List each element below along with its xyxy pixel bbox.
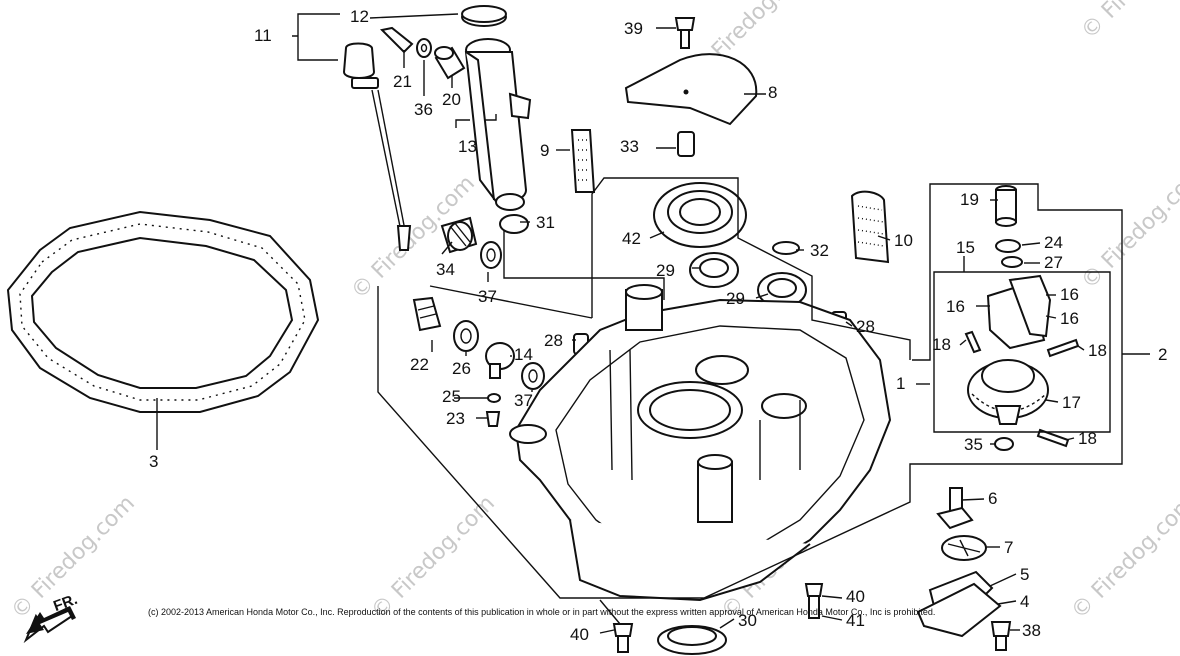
pad-part xyxy=(570,129,596,193)
shaft-part xyxy=(936,487,974,530)
callout-label: 4 xyxy=(1020,592,1029,611)
callout-label: 35 xyxy=(964,435,983,454)
callout-label: 30 xyxy=(738,611,757,630)
callout-label: 19 xyxy=(960,190,979,209)
o-ring-part xyxy=(499,214,529,234)
callout-label: 38 xyxy=(1022,621,1041,640)
callout-label: 26 xyxy=(452,359,471,378)
callout-label: 3 xyxy=(149,452,158,471)
callout-label: 24 xyxy=(1044,233,1063,252)
washer-part xyxy=(480,241,502,269)
washer-part xyxy=(521,362,545,390)
group-lines xyxy=(377,177,1123,625)
leader-lines xyxy=(156,13,1150,634)
watermark-text: © Firedog.com xyxy=(1077,0,1180,44)
callout-label: 1 xyxy=(896,374,905,393)
callout-label: 27 xyxy=(1044,253,1063,272)
callout-label: 6 xyxy=(988,489,997,508)
callout-label: 25 xyxy=(442,387,461,406)
callout-label: 13 xyxy=(458,137,477,156)
governor-part xyxy=(986,274,1052,350)
callout-label: 20 xyxy=(442,90,461,109)
callout-label: 11 xyxy=(254,26,272,45)
copyright-notice: (c) 2002-2013 American Honda Motor Co., … xyxy=(148,607,935,617)
callout-label: 18 xyxy=(1078,429,1097,448)
callout-label: 29 xyxy=(656,261,675,280)
callout-label: 22 xyxy=(410,355,429,374)
bearing-part xyxy=(653,182,747,248)
dipstick-part xyxy=(342,42,412,251)
callout-label: 16 xyxy=(1060,309,1079,328)
callout-label: 16 xyxy=(946,297,965,316)
callout-label: 23 xyxy=(446,409,465,428)
screen-part xyxy=(850,190,890,264)
callout-label: 7 xyxy=(1004,538,1013,557)
callout-label: 36 xyxy=(414,100,433,119)
sleeve-part xyxy=(434,46,466,80)
callout-label: 15 xyxy=(956,238,975,257)
callout-label: 9 xyxy=(540,141,549,160)
crankcase-cover-part xyxy=(509,284,892,602)
bolt-part xyxy=(674,17,696,49)
filler-tube-part xyxy=(461,5,532,211)
callout-label: 37 xyxy=(514,391,533,410)
callout-label: 40 xyxy=(846,587,865,606)
bolt-part xyxy=(379,26,432,58)
callout-label: 10 xyxy=(894,231,913,250)
watermark-text: © Firedog.com xyxy=(1077,161,1180,294)
callout-label: 29 xyxy=(726,289,745,308)
seal-part xyxy=(453,320,479,352)
callout-label: 18 xyxy=(932,335,951,354)
callout-label: 28 xyxy=(544,331,563,350)
callout-label: 14 xyxy=(514,345,533,364)
callout-label: 41 xyxy=(846,611,865,630)
callout-label: 39 xyxy=(624,19,643,38)
callout-label: 28 xyxy=(856,317,875,336)
bolt-part xyxy=(412,296,442,332)
gasket-part xyxy=(6,210,320,413)
callout-label: 16 xyxy=(1060,285,1079,304)
callout-label: 37 xyxy=(478,287,497,306)
callout-label: 8 xyxy=(768,83,777,102)
callout-label: 18 xyxy=(1088,341,1107,360)
callout-label: 21 xyxy=(393,72,412,91)
callout-label: 32 xyxy=(810,241,829,260)
callout-label: 40 xyxy=(570,625,589,644)
callout-label: 2 xyxy=(1158,345,1167,364)
callout-label: 31 xyxy=(536,213,555,232)
callout-label: 17 xyxy=(1062,393,1081,412)
front-direction-label: FR. xyxy=(51,591,80,615)
bearing-part xyxy=(689,252,807,308)
callout-label: 42 xyxy=(622,229,641,248)
gear-part xyxy=(967,359,1049,425)
watermark-text: © Firedog.com xyxy=(367,491,500,624)
callout-label: 5 xyxy=(1020,565,1029,584)
callout-label: 33 xyxy=(620,137,639,156)
pin-part xyxy=(995,185,1023,268)
callout-label: 34 xyxy=(436,260,455,279)
fitting-part xyxy=(485,342,515,379)
front-direction-arrow xyxy=(23,606,76,644)
plate-part xyxy=(624,53,758,126)
watermark-text: © Firedog.com xyxy=(1067,491,1180,624)
callout-label: 12 xyxy=(350,7,369,26)
